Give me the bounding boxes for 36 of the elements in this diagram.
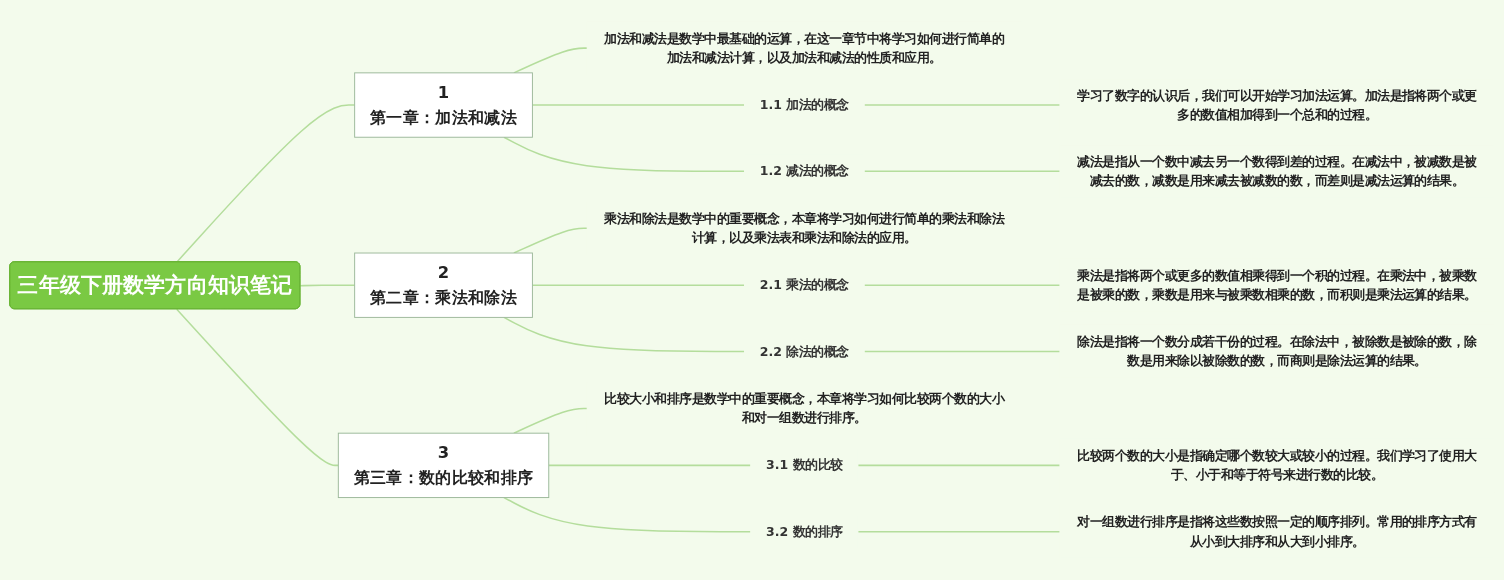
connector (176, 308, 340, 467)
node-text: 学习了数字的认识后，我们可以开始学习加法运算。加法是指将两个或更多的数值相加得到一个总和的过程。 (1077, 88, 1477, 122)
node-text: 比较两个数的大小是指确定哪个数较大或较小的过程。我们学习了使用大于、小于和等于符号来进行数的比较。 (1077, 448, 1477, 482)
connector (857, 464, 1061, 467)
connector (863, 104, 1061, 106)
node-text: 除法是指将一个数分成若干份的过程。在除法中，被除数是被除的数，除数是用来除以被除数的数，而商则是除法运算的结果。 (1077, 334, 1477, 368)
node-text: 比较大小和排序是数学中的重要概念，本章将学习如何比较两个数的大小和对一组数进行排序。 (604, 391, 1005, 425)
connector (513, 407, 588, 435)
connector (503, 316, 746, 353)
connector (857, 531, 1061, 533)
connector (513, 227, 588, 254)
connector (503, 496, 752, 533)
connector (176, 104, 356, 263)
node-text: 对一组数进行排序是指将这些数按照一定的顺序排列。常用的排序方式有从小到大排序和从大到小排序。 (1077, 514, 1477, 549)
node-text: 乘法是指将两个或更多的数值相乘得到一个积的过程。在乘法中，被乘数是被乘的数，乘数是用来与被乘数相乘的数，而积则是乘法运算的结果。 (1077, 268, 1477, 302)
node-text: 1.1 加法的概念 (759, 97, 849, 113)
node-box: 3 第三章：数的比较和排序 (337, 432, 550, 499)
node-text: 3.1 数的比较 (766, 458, 843, 473)
node-box: 1 第一章：加法和减法 (354, 72, 533, 138)
node-text: 1.2 减法的概念 (759, 164, 849, 179)
node-text: 乘法和除法是数学中的重要概念，本章将学习如何进行简单的乘法和除法计算，以及乘法表和乘法和除法的应用。 (604, 211, 1005, 245)
node-text: 2.1 乘法的概念 (759, 277, 849, 293)
node-text: 2.2 除法的概念 (759, 344, 849, 359)
connector (503, 136, 746, 173)
node-text: 3.2 数的排序 (766, 524, 843, 539)
connector (299, 284, 356, 287)
connector (863, 350, 1061, 353)
connector (548, 464, 752, 467)
node-text: 减法是指从一个数中减去另一个数得到差的过程。在减法中，被减数是被减去的数，减数是用来减去被减数的数，而差则是减法运算的结果。 (1077, 154, 1477, 188)
connector (863, 284, 1061, 287)
connector (531, 104, 746, 106)
node-text: 加法和减法是数学中最基础的运算，在这一章节中将学习如何进行简单的加法和减法计算，以及加法和减法的性质和应用。 (604, 31, 1005, 65)
connector (531, 284, 746, 287)
node-box: 2 第二章：乘法和除法 (354, 252, 533, 318)
connector (513, 47, 588, 74)
connector (863, 170, 1061, 173)
